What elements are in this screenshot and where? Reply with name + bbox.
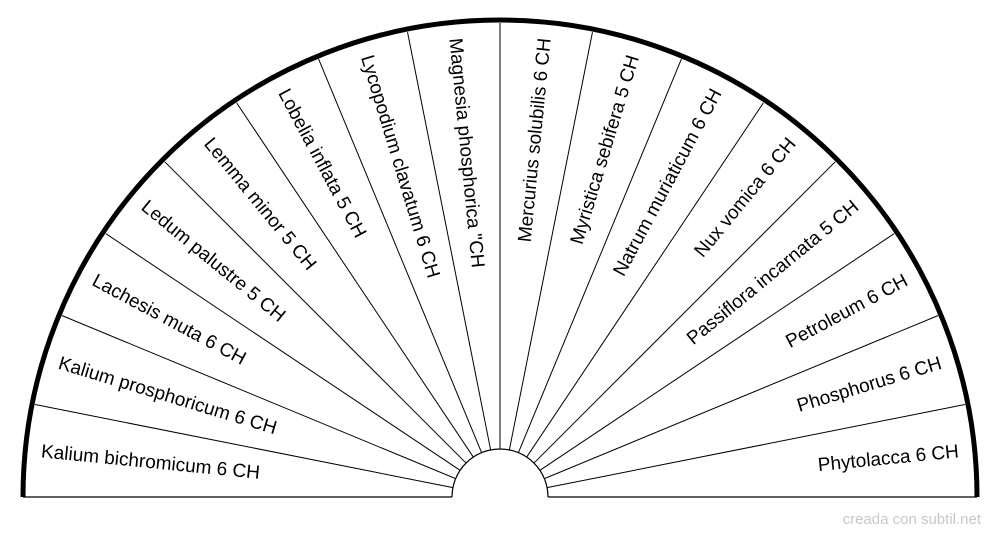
sector-divider — [526, 102, 764, 458]
segment-label: Nux vomica 6 CH — [691, 134, 801, 262]
sector-divider — [105, 233, 461, 471]
sector-divider — [539, 233, 895, 471]
sector-divider — [318, 58, 483, 453]
outer-arc — [20, 17, 980, 498]
sector-divider — [508, 32, 593, 451]
segment-label: Magnesia phosphorica "CH — [444, 37, 488, 269]
sector-divider — [517, 58, 682, 453]
sector-divider — [35, 404, 454, 489]
segment-label: Lobelia inflata 5 CH — [273, 85, 370, 241]
segment-label: Myristica sebifera 5 CH — [567, 53, 644, 247]
sector-divider — [544, 315, 939, 480]
credit-text[interactable]: creada con subtil.net — [842, 511, 981, 528]
sector-lines — [35, 23, 965, 489]
sector-divider — [546, 404, 965, 489]
segment-label: Kalium bichromicum 6 CH — [40, 441, 261, 483]
segment-label: Lachesis muta 6 CH — [88, 270, 249, 369]
sector-divider — [236, 102, 474, 458]
segment-label: Phytolacca 6 CH — [817, 441, 960, 476]
segment-label: Kalium prosphoricum 6 CH — [56, 353, 279, 439]
segment-label: Phosphorus 6 CH — [795, 353, 945, 417]
segment-label: Petroleum 6 CH — [782, 270, 911, 352]
inner-arc — [451, 448, 549, 498]
sector-divider — [61, 315, 456, 480]
sector-divider — [164, 161, 467, 464]
sector-divider — [407, 32, 492, 451]
segment-label: Lycopodium clavatum 6 CH — [356, 53, 443, 281]
segment-label: Mercurius solubilis 6 CH — [515, 37, 556, 243]
sector-divider — [533, 161, 836, 464]
